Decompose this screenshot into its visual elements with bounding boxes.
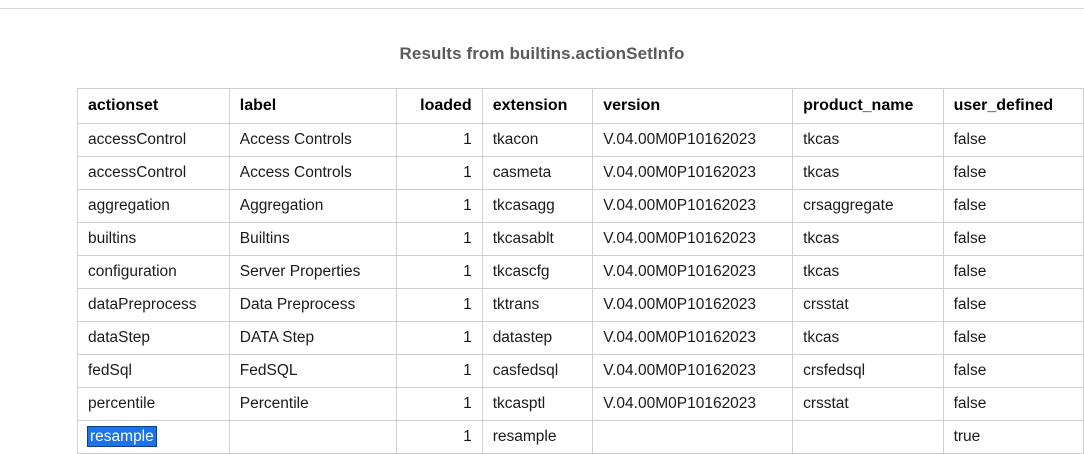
table-row[interactable]: dataStep DATA Step 1 datastep V.04.00M0P…	[77, 321, 1084, 355]
page-top-divider	[0, 8, 1084, 9]
cell-loaded[interactable]: 1	[395, 189, 483, 223]
column-header-user-defined[interactable]: user_defined	[942, 88, 1084, 124]
cell-version[interactable]: V.04.00M0P10162023	[592, 288, 794, 322]
table-row[interactable]: builtins Builtins 1 tkcasablt V.04.00M0P…	[77, 222, 1084, 256]
results-table-container: actionset label loaded extension version…	[77, 88, 1084, 454]
cell-user-defined[interactable]: false	[942, 156, 1084, 190]
cell-version[interactable]: V.04.00M0P10162023	[592, 156, 794, 190]
cell-actionset[interactable]: aggregation	[77, 189, 230, 223]
cell-loaded[interactable]: 1	[395, 123, 483, 157]
cell-actionset[interactable]: fedSql	[77, 354, 230, 388]
cell-label[interactable]: Percentile	[228, 387, 397, 421]
action-set-info-table: actionset label loaded extension version…	[77, 88, 1084, 454]
column-header-loaded[interactable]: loaded	[395, 88, 483, 124]
table-row[interactable]: percentile Percentile 1 tkcasptl V.04.00…	[77, 387, 1084, 421]
cell-loaded[interactable]: 1	[395, 321, 483, 355]
cell-extension[interactable]: tkcasablt	[481, 222, 594, 256]
cell-extension[interactable]: tkcasagg	[481, 189, 594, 223]
table-row[interactable]: accessControl Access Controls 1 casmeta …	[77, 156, 1084, 190]
cell-actionset[interactable]: dataPreprocess	[77, 288, 230, 322]
cell-actionset[interactable]: accessControl	[77, 123, 230, 157]
cell-product-name[interactable]: crsstat	[792, 288, 944, 322]
cell-version[interactable]: V.04.00M0P10162023	[592, 321, 794, 355]
cell-loaded[interactable]: 1	[395, 255, 483, 289]
table-body: accessControl Access Controls 1 tkacon V…	[77, 123, 1084, 454]
cell-user-defined[interactable]: false	[942, 288, 1084, 322]
column-header-version[interactable]: version	[592, 88, 794, 124]
cell-actionset[interactable]: percentile	[77, 387, 230, 421]
table-row[interactable]: accessControl Access Controls 1 tkacon V…	[77, 123, 1084, 157]
cell-actionset[interactable]: dataStep	[77, 321, 230, 355]
column-header-actionset[interactable]: actionset	[77, 88, 230, 124]
cell-product-name[interactable]: tkcas	[792, 255, 944, 289]
cell-actionset[interactable]: resample	[77, 420, 230, 454]
cell-label[interactable]: Aggregation	[228, 189, 397, 223]
cell-loaded[interactable]: 1	[395, 156, 483, 190]
cell-user-defined[interactable]: false	[942, 222, 1084, 256]
cell-actionset[interactable]: accessControl	[77, 156, 230, 190]
cell-product-name[interactable]	[792, 420, 944, 454]
cell-version[interactable]: V.04.00M0P10162023	[592, 189, 794, 223]
cell-version[interactable]: V.04.00M0P10162023	[592, 354, 794, 388]
cell-label[interactable]: Builtins	[228, 222, 397, 256]
column-header-label[interactable]: label	[228, 88, 397, 124]
table-header: actionset label loaded extension version…	[77, 88, 1084, 124]
cell-actionset[interactable]: builtins	[77, 222, 230, 256]
cell-version[interactable]: V.04.00M0P10162023	[592, 222, 794, 256]
cell-extension[interactable]: casfedsql	[481, 354, 594, 388]
cell-extension[interactable]: tkcascfg	[481, 255, 594, 289]
page-title: Results from builtins.actionSetInfo	[399, 44, 685, 63]
cell-label[interactable]: FedSQL	[228, 354, 397, 388]
cell-extension[interactable]: tktrans	[481, 288, 594, 322]
selected-text-highlight[interactable]: resample	[87, 426, 157, 447]
table-row[interactable]: configuration Server Properties 1 tkcasc…	[77, 255, 1084, 289]
cell-extension[interactable]: datastep	[481, 321, 594, 355]
column-header-extension[interactable]: extension	[481, 88, 594, 124]
cell-version[interactable]	[592, 420, 794, 454]
cell-user-defined[interactable]: false	[942, 387, 1084, 421]
cell-version[interactable]: V.04.00M0P10162023	[592, 123, 794, 157]
cell-user-defined[interactable]: false	[942, 321, 1084, 355]
cell-product-name[interactable]: tkcas	[792, 123, 944, 157]
cell-loaded[interactable]: 1	[395, 222, 483, 256]
cell-version[interactable]: V.04.00M0P10162023	[592, 255, 794, 289]
cell-label[interactable]: Server Properties	[228, 255, 397, 289]
cell-extension[interactable]: casmeta	[481, 156, 594, 190]
cell-loaded[interactable]: 1	[395, 288, 483, 322]
cell-product-name[interactable]: crsaggregate	[792, 189, 944, 223]
cell-loaded[interactable]: 1	[395, 387, 483, 421]
cell-label[interactable]: DATA Step	[228, 321, 397, 355]
table-row[interactable]: aggregation Aggregation 1 tkcasagg V.04.…	[77, 189, 1084, 223]
cell-user-defined[interactable]: false	[942, 189, 1084, 223]
cell-label[interactable]: Access Controls	[228, 156, 397, 190]
cell-version[interactable]: V.04.00M0P10162023	[592, 387, 794, 421]
column-header-product-name[interactable]: product_name	[792, 88, 944, 124]
cell-label[interactable]: Data Preprocess	[228, 288, 397, 322]
cell-product-name[interactable]: tkcas	[792, 222, 944, 256]
table-header-row: actionset label loaded extension version…	[77, 88, 1084, 124]
cell-actionset[interactable]: configuration	[77, 255, 230, 289]
table-row-selected[interactable]: resample 1 resample true	[77, 420, 1084, 454]
cell-user-defined[interactable]: false	[942, 123, 1084, 157]
cell-extension[interactable]: tkcasptl	[481, 387, 594, 421]
cell-product-name[interactable]: tkcas	[792, 156, 944, 190]
cell-loaded[interactable]: 1	[395, 354, 483, 388]
cell-product-name[interactable]: crsstat	[792, 387, 944, 421]
table-row[interactable]: dataPreprocess Data Preprocess 1 tktrans…	[77, 288, 1084, 322]
cell-label[interactable]: Access Controls	[228, 123, 397, 157]
cell-product-name[interactable]: crsfedsql	[792, 354, 944, 388]
table-row[interactable]: fedSql FedSQL 1 casfedsql V.04.00M0P1016…	[77, 354, 1084, 388]
cell-extension[interactable]: tkacon	[481, 123, 594, 157]
cell-product-name[interactable]: tkcas	[792, 321, 944, 355]
cell-user-defined[interactable]: false	[942, 255, 1084, 289]
cell-user-defined[interactable]: false	[942, 354, 1084, 388]
